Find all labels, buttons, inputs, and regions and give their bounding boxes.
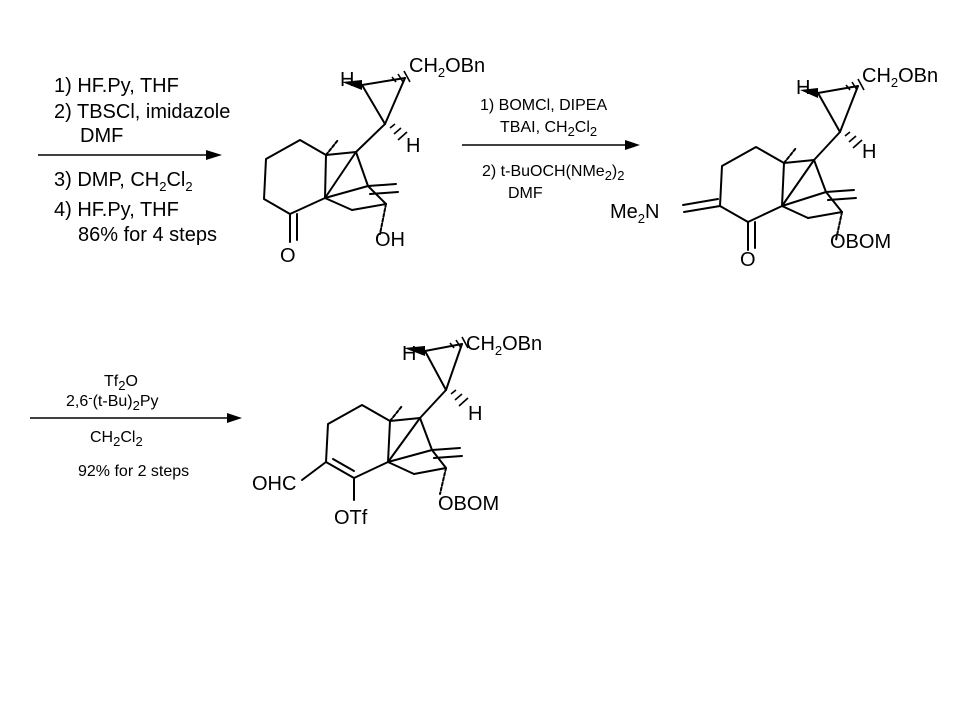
mol2-h-ring: H: [862, 141, 876, 163]
step1-line2: 2) TBSCl, imidazole: [54, 101, 230, 123]
mol2-sidechain: CH2OBn: [862, 65, 938, 90]
mol1-sidechain: CH2OBn: [409, 55, 485, 80]
mol1-h-ring: H: [406, 135, 420, 157]
step2-conditions: 1) BOMCl, DIPEA TBAI, CH2Cl2 2) t-BuOCH(…: [462, 97, 640, 202]
step1-line3: DMF: [80, 125, 123, 147]
mol3-h-top: H: [402, 343, 416, 365]
step2-arrow-head: [625, 140, 640, 150]
ring-system: [301, 389, 463, 501]
step1-line1: 1) HF.Py, THF: [54, 75, 179, 97]
step2-line3: 2) t-BuOCH(NMe2)2: [482, 163, 624, 183]
mol2-amine: Me2N: [610, 201, 659, 226]
step2-line2: TBAI, CH2Cl2: [500, 119, 597, 139]
mol2-ether: OBOM: [830, 231, 891, 253]
ring-system: [682, 131, 857, 251]
mol3-aldehyde: OHC: [252, 473, 296, 495]
mol3-ether: OBOM: [438, 493, 499, 515]
mol3-triflate: OTf: [334, 507, 368, 529]
cyclopropane: [800, 78, 865, 149]
mol2-ketone-o: O: [740, 249, 756, 271]
molecule-2: H CH2OBn H Me2N O OBOM: [610, 65, 938, 271]
ring-system: [263, 123, 399, 243]
step3-line1: Tf2O: [104, 373, 138, 393]
step1-yield: 86% for 4 steps: [78, 224, 217, 246]
molecule-1: H CH2OBn H O OH: [263, 55, 485, 267]
step3-line3: CH2Cl2: [90, 429, 143, 449]
cyclopropane: [342, 70, 411, 141]
step1-conditions: 1) HF.Py, THF 2) TBSCl, imidazole DMF 3)…: [38, 75, 230, 246]
step3-line2: 2,6-(t-Bu)2Py: [66, 390, 159, 413]
step1-line4: 3) DMP, CH2Cl2: [54, 169, 193, 194]
mol1-hydroxyl: OH: [375, 229, 405, 251]
step3-yield: 92% for 2 steps: [78, 463, 189, 480]
mol1-h-top: H: [340, 69, 354, 91]
mol3-h-ring: H: [468, 403, 482, 425]
step1-line5: 4) HF.Py, THF: [54, 199, 179, 221]
cyclopropane: [404, 336, 469, 407]
mol3-sidechain: CH2OBn: [466, 333, 542, 358]
mol2-h-top: H: [796, 77, 810, 99]
step1-arrow-head: [206, 150, 222, 160]
mol1-ketone-o: O: [280, 245, 296, 267]
molecule-3: H CH2OBn H OHC OTf OBOM: [252, 333, 542, 529]
step3-conditions: Tf2O 2,6-(t-Bu)2Py CH2Cl2 92% for 2 step…: [30, 373, 242, 480]
step2-line1: 1) BOMCl, DIPEA: [480, 97, 607, 114]
step2-line4: DMF: [508, 185, 543, 202]
step3-arrow-head: [227, 413, 242, 423]
